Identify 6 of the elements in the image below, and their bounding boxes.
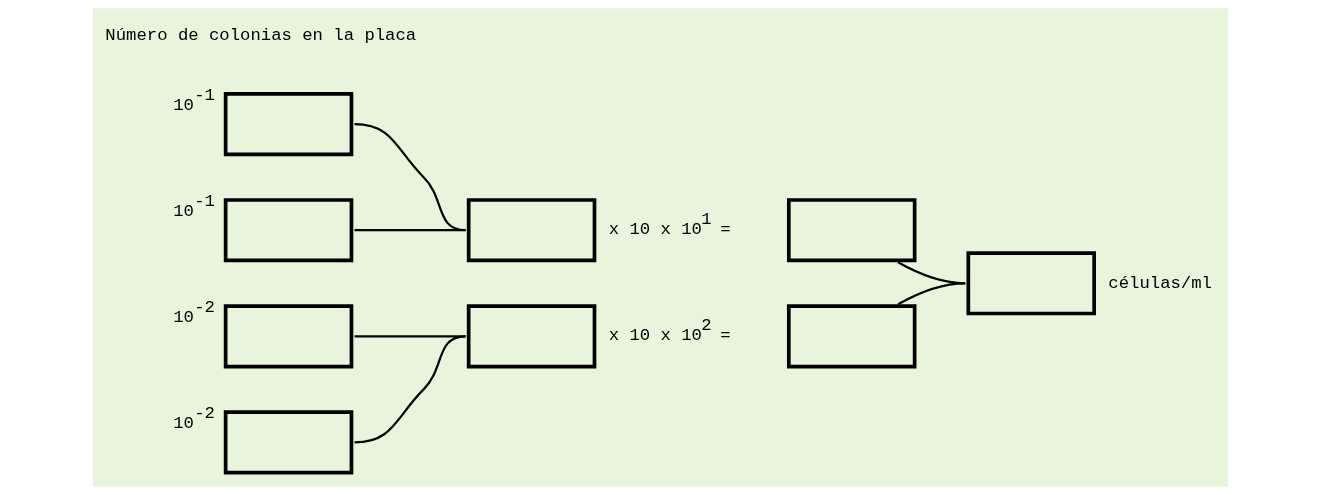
connector: [354, 123, 466, 232]
connector: [354, 229, 466, 232]
node-label: células/ml: [1108, 273, 1212, 293]
connector: [897, 282, 966, 306]
label: Número de colonias en la placa: [105, 25, 417, 45]
connector: [354, 335, 466, 444]
